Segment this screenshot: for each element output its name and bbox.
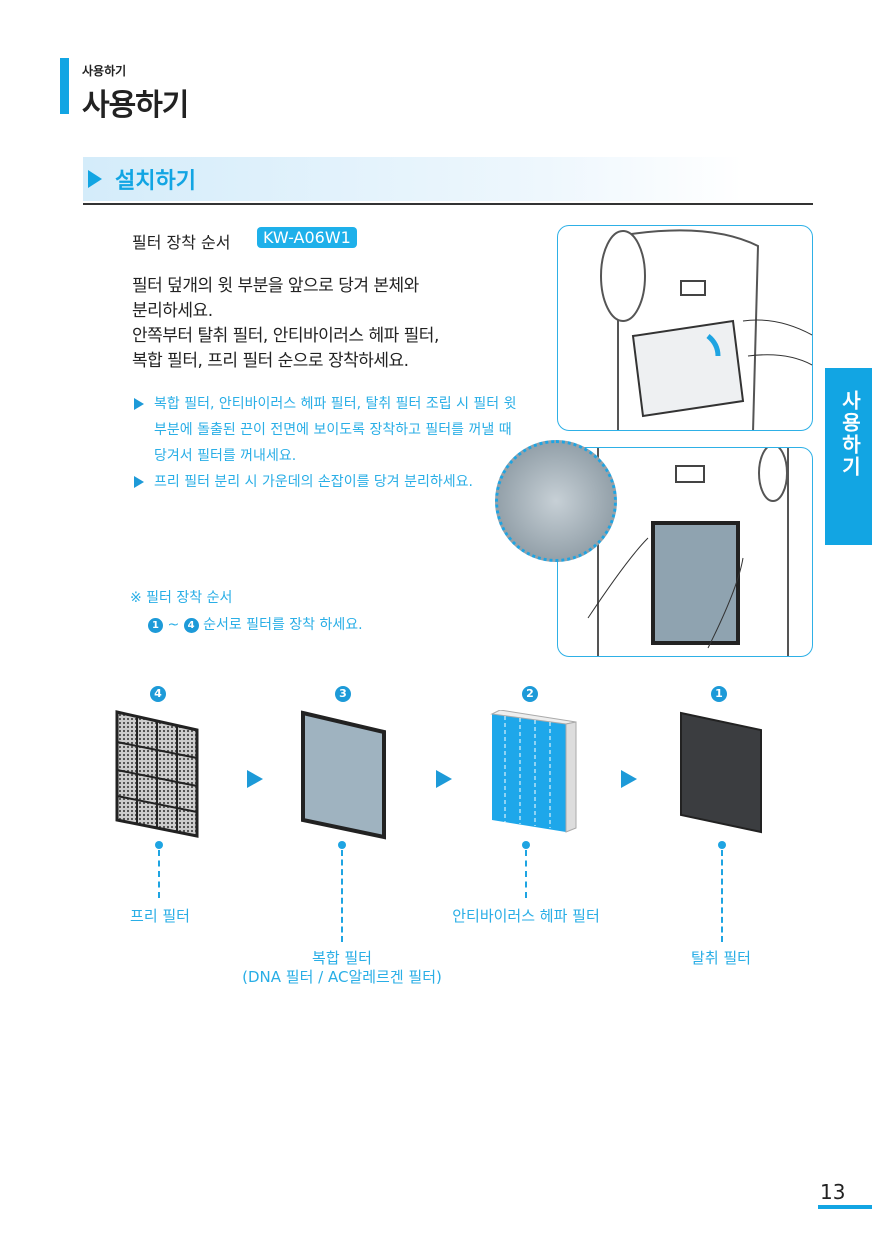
number-badge: 4 — [183, 618, 199, 633]
pre-filter-image — [115, 710, 199, 838]
arrow-right-icon — [436, 770, 452, 788]
arrow-right-icon — [247, 770, 263, 788]
filter-label: 탈취 필터 — [691, 949, 751, 967]
filter-label: 안티바이러스 헤파 필터 — [452, 907, 600, 925]
instruction-line: 필터 덮개의 윗 부분을 앞으로 당겨 본체와 — [132, 276, 419, 296]
order-note-text: 1 ~ 4 순서로 필터를 장착 하세요. — [130, 612, 363, 639]
page-number: 13 — [820, 1180, 846, 1204]
note-item: 복합 필터, 안티바이러스 헤파 필터, 탈취 필터 조립 시 필터 윗부분에 … — [132, 391, 527, 469]
order-note: ※ 필터 장착 순서 1 ~ 4 순서로 필터를 장착 하세요. — [130, 585, 363, 639]
purifier-top-illustration — [600, 229, 812, 430]
section-title: 설치하기 — [115, 169, 196, 194]
section-bar — [83, 157, 743, 201]
composite-filter-image — [301, 710, 386, 840]
note-item: 프리 필터 분리 시 가운데의 손잡이를 당겨 분리하세요. — [132, 469, 527, 495]
deodorizing-filter-image — [680, 711, 762, 834]
divider — [83, 203, 813, 205]
leader-dot — [155, 841, 163, 849]
leader-line — [721, 850, 723, 942]
filter-sublabel: (DNA 필터 / AC알레르겐 필터) — [242, 968, 442, 986]
number-badge: 1 — [711, 686, 727, 702]
subtitle: 필터 장착 순서 — [132, 233, 231, 252]
triangle-icon — [88, 170, 102, 188]
order-text: 순서로 필터를 장착 하세요. — [203, 617, 363, 633]
side-tab-label: 사용하기 — [838, 390, 862, 478]
notes: 복합 필터, 안티바이러스 헤파 필터, 탈취 필터 조립 시 필터 윗부분에 … — [132, 391, 527, 495]
filter-label: 복합 필터 — [312, 949, 372, 967]
filter-label: 프리 필터 — [130, 907, 190, 925]
illustration-cover-removal — [557, 225, 813, 431]
leader-line — [341, 850, 343, 942]
header-small-title: 사용하기 — [82, 64, 127, 78]
purifier-front-illustration — [587, 448, 789, 656]
number-badge: 3 — [335, 686, 351, 702]
instructions: 필터 덮개의 윗 부분을 앞으로 당겨 본체와 분리하세요. 안쪽부터 탈취 필… — [132, 274, 532, 374]
model-badge: KW-A06W1 — [257, 227, 357, 248]
number-badge: 4 — [150, 686, 166, 702]
page-number-underline — [818, 1205, 872, 1209]
instruction-line: 안쪽부터 탈취 필터, 안티바이러스 헤파 필터, — [132, 326, 439, 346]
leader-line — [158, 850, 160, 898]
instruction-line: 분리하세요. — [132, 301, 213, 321]
leader-dot — [718, 841, 726, 849]
side-tab — [825, 368, 872, 545]
page-title: 사용하기 — [82, 88, 189, 123]
zoom-detail-circle — [495, 440, 617, 562]
number-badge: 1 — [148, 618, 163, 633]
number-badge: 2 — [522, 686, 538, 702]
tilde: ~ — [167, 617, 180, 633]
leader-dot — [338, 841, 346, 849]
order-note-title: ※ 필터 장착 순서 — [130, 590, 233, 606]
header-accent-bar — [60, 58, 69, 114]
instruction-line: 복합 필터, 프리 필터 순으로 장착하세요. — [132, 351, 409, 371]
leader-line — [525, 850, 527, 898]
hepa-filter-image — [490, 710, 577, 833]
arrow-right-icon — [621, 770, 637, 788]
leader-dot — [522, 841, 530, 849]
